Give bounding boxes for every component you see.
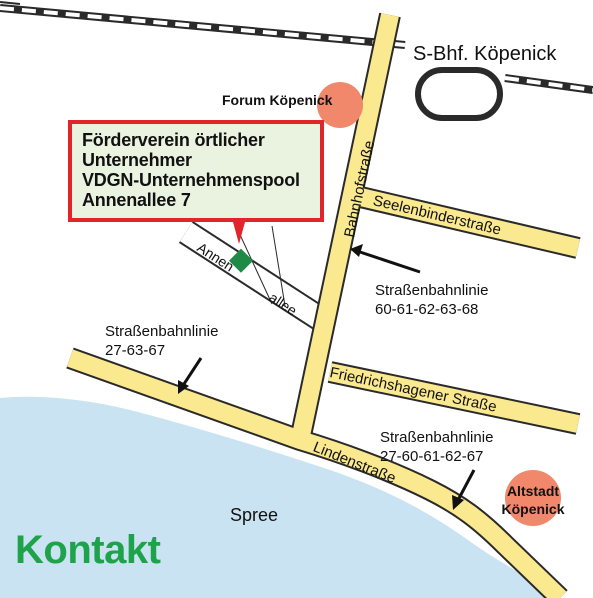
tram-arrow-bahnhofstrasse	[356, 249, 421, 274]
street-annenallee	[178, 221, 330, 331]
poi-altstadt-label-1: Altstadt	[507, 483, 559, 499]
station-label: S-Bhf. Köpenick	[413, 43, 557, 65]
poi-altstadt-label-2: Köpenick	[501, 501, 564, 517]
address-callout: Förderverein örtlicher Unternehmer VDGN-…	[68, 120, 324, 222]
label-friedrichshagener-strasse: Friedrichshagener Straße	[328, 364, 498, 416]
callout-line-3: VDGN-Unternehmenspool	[82, 170, 300, 190]
tram-arrow-lindenstrasse-west	[180, 357, 203, 388]
tram-arrowhead-lindenstrasse-west	[178, 380, 189, 394]
tram-stop-2-title: Straßenbahnlinie	[105, 323, 218, 340]
poi-forum-koepenick	[317, 82, 363, 128]
tram-stop-3-lines: 27-60-61-62-67	[380, 448, 483, 465]
street-fills	[66, 13, 581, 598]
tram-arrowhead-lindenstrasse-east	[452, 495, 464, 510]
railway-line	[0, 4, 593, 94]
tram-stop-1-title: Straßenbahnlinie	[375, 282, 488, 299]
tram-stop-3-title: Straßenbahnlinie	[380, 429, 493, 446]
callout-line-4: Annenallee 7	[82, 190, 191, 210]
callout-line-1: Förderverein örtlicher	[82, 130, 265, 150]
location-pin	[233, 222, 245, 244]
poi-altstadt-koepenick	[505, 470, 561, 526]
tram-stop-2-lines: 27-63-67	[105, 342, 165, 359]
page-heading: Kontakt	[15, 528, 161, 572]
callout-line-2: Unternehmer	[82, 150, 192, 170]
river-label: Spree	[230, 505, 279, 525]
tram-arrow-lindenstrasse-east	[455, 469, 476, 503]
tram-arrowhead-bahnhofstrasse	[350, 244, 363, 257]
railway-end-tick	[0, 1, 21, 5]
river-spree	[0, 396, 560, 598]
poi-forum-label: Forum Köpenick	[222, 92, 333, 108]
tram-stop-1-lines: 60-61-62-63-68	[375, 301, 478, 318]
station-track	[415, 67, 503, 121]
